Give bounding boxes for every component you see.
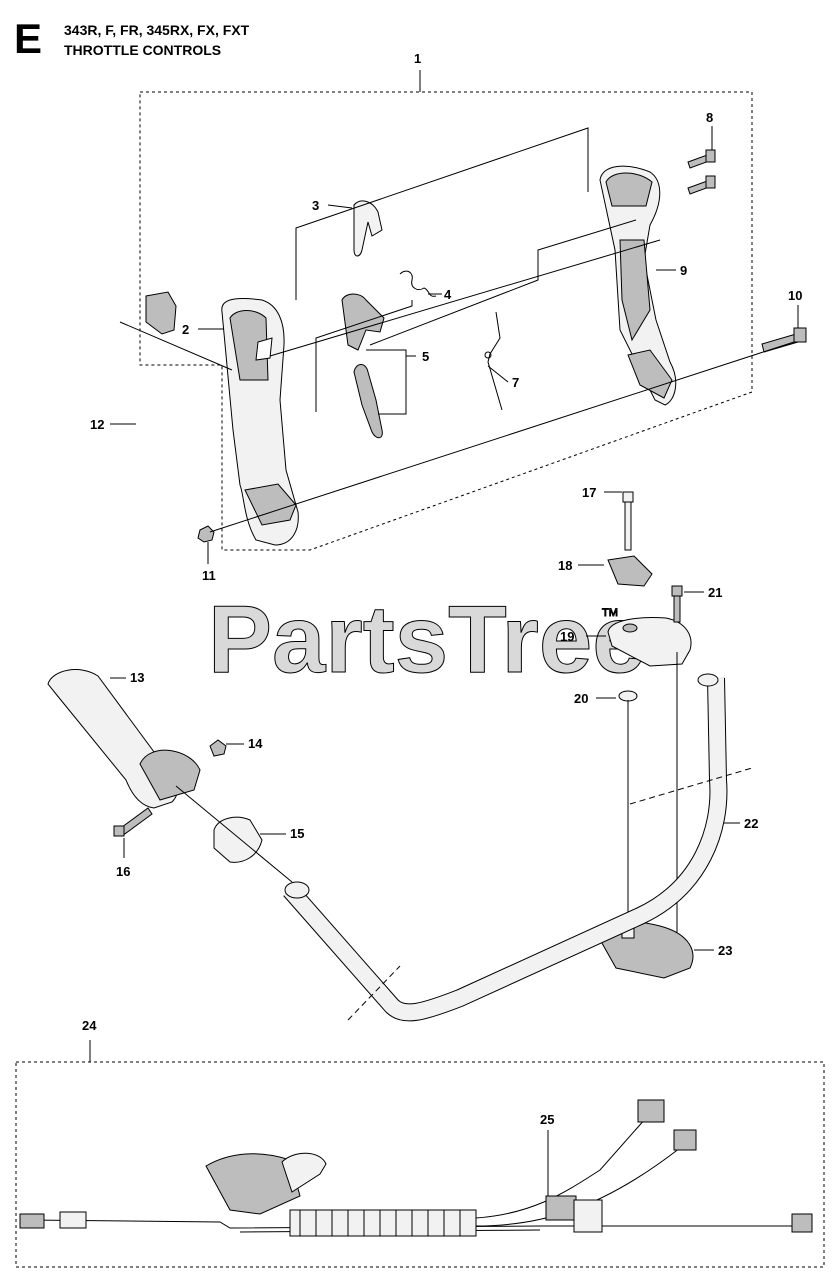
callout-8: 8: [706, 110, 713, 125]
part-3-lever: [353, 200, 383, 257]
callout-18: 18: [558, 558, 572, 573]
part-5-throttle-trigger: [341, 293, 385, 439]
callout-20: 20: [574, 691, 588, 706]
callout-17: 17: [582, 485, 596, 500]
handle-left-half: [221, 298, 299, 546]
callout-11: 11: [202, 568, 216, 583]
assembly-1-boundary: [139, 91, 753, 551]
part-24-throttle-cable: [19, 1099, 813, 1237]
callout-9: 9: [680, 263, 687, 278]
part-13-grip: [47, 669, 201, 809]
callout-2: 2: [182, 322, 189, 337]
part-18-clamp: [607, 555, 653, 587]
callout-12: 12: [90, 417, 104, 432]
part-10-long-screw: [761, 327, 807, 353]
model-list: 343R, F, FR, 345RX, FX, FXT: [64, 22, 250, 38]
callout-13: 13: [130, 670, 144, 685]
part-7-wire: [487, 311, 503, 411]
part-21-screw: [671, 585, 683, 623]
callout-16: 16: [116, 864, 130, 879]
callout-14: 14: [248, 736, 263, 751]
part-11-nut: [197, 525, 215, 543]
diagram-title: THROTTLE CONTROLS: [64, 42, 222, 58]
watermark-text: PartsTree: [208, 586, 646, 693]
callout-1: 1: [414, 51, 421, 66]
callout-10: 10: [788, 288, 802, 303]
callout-4: 4: [444, 287, 452, 302]
callout-22: 22: [744, 816, 758, 831]
callout-25: 25: [540, 1112, 554, 1127]
callout-3: 3: [312, 198, 319, 213]
part-12-stop-switch: [145, 291, 177, 335]
part-17-bolt: [622, 491, 634, 551]
callout-labels: 1 2 3 4 5 7 8 9 10 11 12 13 14 15 16 17 …: [82, 51, 802, 1127]
callout-24: 24: [82, 1018, 97, 1033]
callout-19: 19: [560, 629, 574, 644]
part-22-handlebar: [283, 673, 728, 1022]
callout-15: 15: [290, 826, 304, 841]
part-4-spring: [399, 270, 437, 297]
section-letter: E: [14, 15, 43, 62]
callout-23: 23: [718, 943, 732, 958]
callout-19-21: 21: [708, 585, 722, 600]
part-20-washer: [618, 690, 638, 702]
part-16-screw: [113, 807, 153, 837]
part-14-nut: [209, 739, 227, 757]
handle-right-half: [599, 165, 677, 406]
part-15-clamp-knob: [213, 816, 263, 863]
assembly-24-boundary: [15, 1061, 825, 1268]
callout-5: 5: [422, 349, 429, 364]
part-8-screws: [687, 149, 716, 195]
watermark-trademark: TM: [602, 607, 618, 619]
callout-7: 7: [512, 375, 519, 390]
